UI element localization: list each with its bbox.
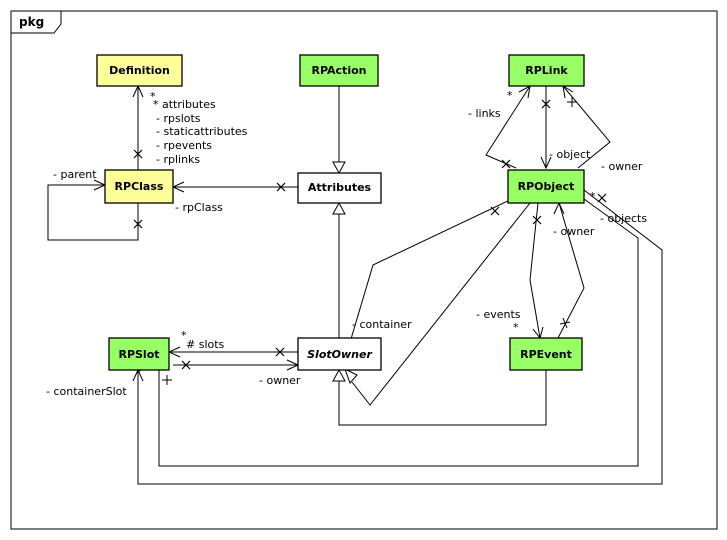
class-definition[interactable]: Definition xyxy=(96,54,183,87)
label-container: - container xyxy=(352,318,412,331)
role-labels: * * attributes - rpslots - staticattribu… xyxy=(46,89,647,398)
label-owner-slot: - owner xyxy=(259,374,301,387)
label-staticattributes: - staticattributes xyxy=(156,125,248,138)
definition-rpclass-association xyxy=(132,84,144,177)
class-name: RPAction xyxy=(312,64,367,77)
slotowner-attributes-generalization xyxy=(332,201,346,338)
class-rplink[interactable]: RPLink xyxy=(508,54,585,87)
class-rpclass[interactable]: RPClass xyxy=(104,169,174,204)
label-events: - events xyxy=(476,308,521,321)
class-name: SlotOwner xyxy=(307,348,372,361)
rpevent-rpobject-owner-association xyxy=(553,201,585,339)
label-containerslot: - containerSlot xyxy=(46,385,127,398)
label-parent: - parent xyxy=(53,168,97,181)
label-slots: # slots xyxy=(186,338,225,351)
class-rpobject[interactable]: RPObject xyxy=(507,169,585,204)
class-name: Definition xyxy=(109,64,170,77)
class-name: Attributes xyxy=(308,181,372,194)
package-title: pkg xyxy=(19,15,44,29)
label-rpevents: - rpevents xyxy=(156,139,212,152)
events-multiplicity: * xyxy=(513,321,519,334)
class-name: RPClass xyxy=(115,180,164,193)
package-frame: pkg xyxy=(10,10,718,530)
class-name: RPSlot xyxy=(118,348,159,361)
class-name: RPLink xyxy=(525,64,568,77)
rpevent-slotowner-generalization xyxy=(332,368,547,426)
rplink-rpobject-object-association xyxy=(540,86,552,170)
rpslot-rpobject-loop-association xyxy=(158,198,639,467)
rpaction-attributes-generalization xyxy=(332,86,346,175)
label-rpslots: - rpslots xyxy=(156,112,201,125)
objects-multiplicity: * xyxy=(590,190,596,203)
class-attributes[interactable]: Attributes xyxy=(297,172,382,204)
connectors xyxy=(47,84,663,485)
class-name: RPEvent xyxy=(520,348,572,361)
links-multiplicity: * xyxy=(507,89,513,102)
label-object: - object xyxy=(549,148,591,161)
label-rpclass: - rpClass xyxy=(175,201,223,214)
class-rpevent[interactable]: RPEvent xyxy=(509,337,583,371)
label-owner-rplink: - owner xyxy=(601,160,643,173)
rpobject-rpevent-events-association xyxy=(529,202,544,340)
label-links: - links xyxy=(468,107,501,120)
definition-multiplicity: * xyxy=(150,90,156,103)
label-owner-rpevent: - owner xyxy=(553,225,595,238)
slotowner-rpobject-container-association xyxy=(350,199,511,340)
attributes-rpclass-association xyxy=(171,181,298,193)
label-attributes: * attributes xyxy=(153,98,216,111)
class-name: RPObject xyxy=(518,180,575,193)
label-rplinks: - rplinks xyxy=(156,153,200,166)
class-slotowner[interactable]: SlotOwner xyxy=(297,337,382,371)
rpclass-parent-self-association xyxy=(47,179,143,241)
class-rpslot[interactable]: RPSlot xyxy=(108,337,170,371)
slots-multiplicity: * xyxy=(181,329,187,342)
class-rpaction[interactable]: RPAction xyxy=(299,54,379,87)
rpobject-slotowner-generalization xyxy=(344,202,531,406)
label-objects: - objects xyxy=(600,212,647,225)
